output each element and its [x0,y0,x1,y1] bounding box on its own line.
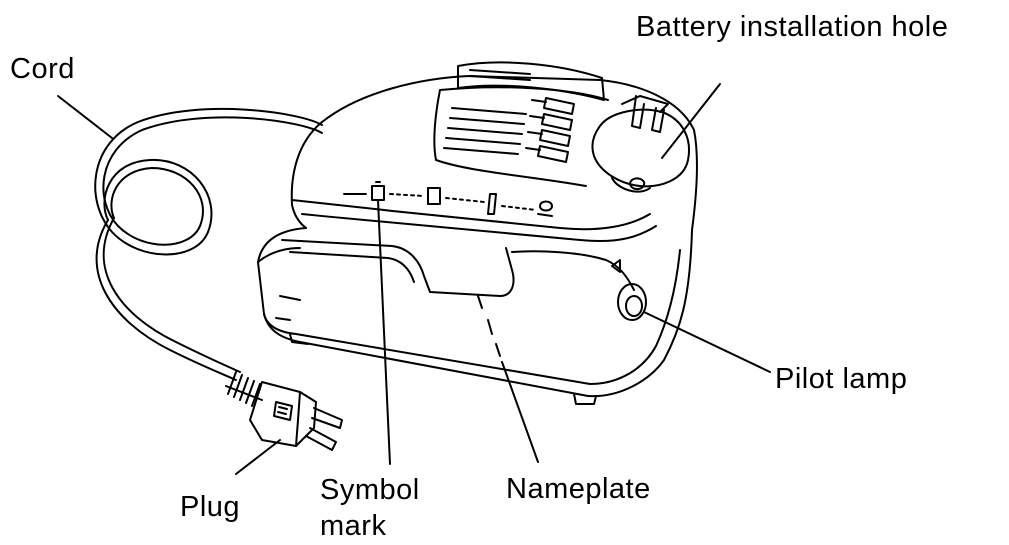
label-cord: Cord [10,53,75,85]
nameplate [477,295,501,357]
symbol-mark [343,181,553,217]
charger-body [257,75,699,405]
leader-cord [57,95,113,139]
label-battery-installation-hole: Battery installation hole [636,11,949,43]
label-pilot-lamp: Pilot lamp [775,363,908,395]
label-plug: Plug [180,491,241,523]
label-symbol-mark-line2: mark [320,510,387,542]
leader-pilot [643,311,771,373]
battery-installation-hole [433,61,690,193]
label-symbol-mark-line1: Symbol [320,474,420,506]
leader-plug [235,439,281,475]
leader-lines [57,83,771,475]
leader-nameplate [501,361,539,463]
cord [94,108,323,381]
label-symbol-mark: Symbol mark [320,472,420,544]
leader-battery [661,83,721,159]
label-nameplate: Nameplate [506,473,651,505]
pilot-lamp [611,259,647,321]
plug [225,371,343,451]
leader-symbol [377,199,391,465]
